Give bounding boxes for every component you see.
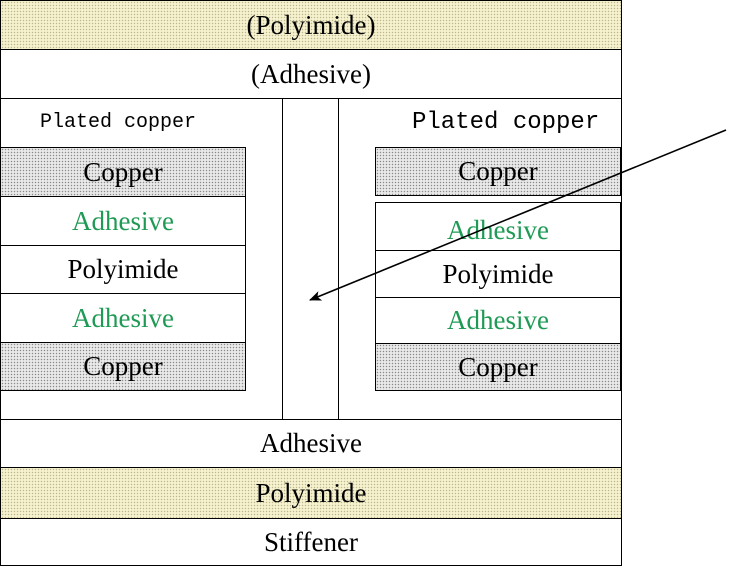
bottom-polyimide-layer: Polyimide — [0, 467, 622, 519]
right-adhesive-top: Adhesive — [375, 202, 621, 251]
plated-copper-label-left: Plated copper — [40, 111, 197, 134]
left-adhesive-top: Adhesive — [0, 196, 246, 246]
right-copper-top: Copper — [375, 147, 621, 196]
left-copper-bottom: Copper — [0, 342, 246, 391]
plated-copper-label-right: Plated copper — [412, 109, 600, 136]
top-polyimide-layer: (Polyimide) — [0, 0, 622, 50]
right-copper-bottom: Copper — [375, 343, 621, 391]
